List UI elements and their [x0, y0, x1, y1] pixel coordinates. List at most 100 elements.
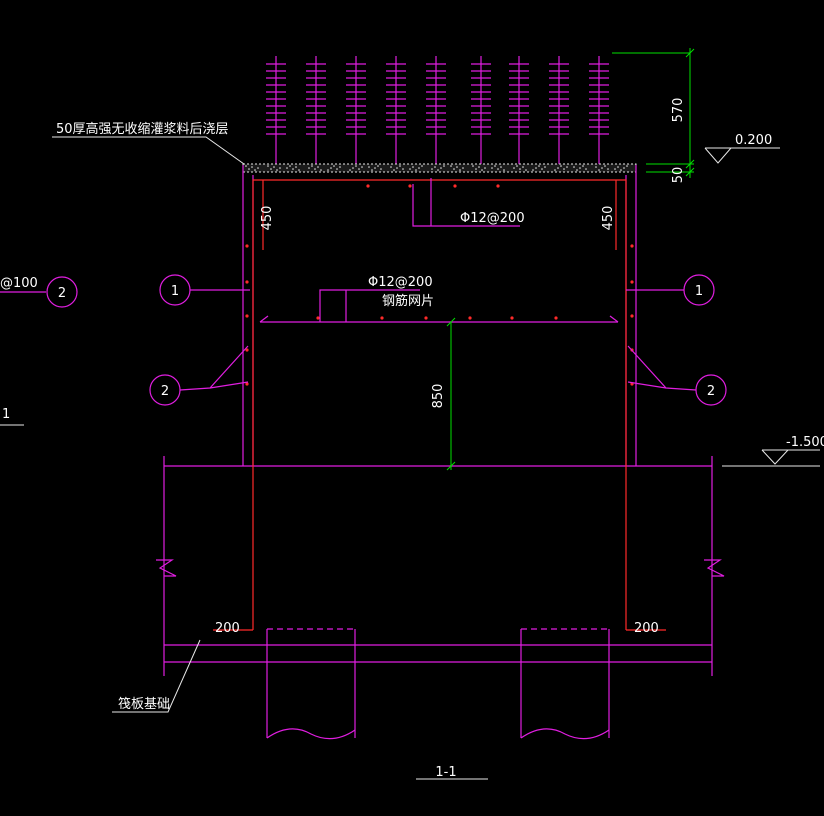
grout-speck [478, 166, 480, 168]
elevation-top [704, 147, 780, 164]
grout-speck [557, 167, 559, 169]
elevation-top-label: 0.200 [735, 133, 772, 148]
marker-circle-left-1 [159, 274, 191, 306]
grout-speck [333, 165, 335, 167]
grout-speck [462, 167, 464, 169]
grout-speck [500, 166, 502, 168]
grout-speck [434, 166, 436, 168]
grout-speck [330, 167, 332, 169]
rebar-dot [316, 316, 320, 320]
grout-speck [525, 169, 527, 171]
anchor-bolt [266, 56, 286, 166]
grout-speck [481, 169, 483, 171]
anchor-bolt [426, 56, 446, 166]
dim-mesh-height: 850 [431, 384, 446, 409]
grout-speck [516, 165, 518, 167]
grout-speck [289, 165, 291, 167]
grout-speck [415, 169, 417, 171]
grout-speck [573, 166, 575, 168]
grout-speck [393, 169, 395, 171]
rebar-dot [245, 244, 249, 248]
grout-speck [566, 166, 568, 168]
marker-left-2: 2 [161, 384, 169, 399]
grout-speck [472, 165, 474, 167]
rebar-dot [408, 184, 412, 188]
grout-speck [440, 167, 442, 169]
grout-speck [475, 168, 477, 170]
elevation-bottom [722, 449, 820, 467]
grout-speck [399, 165, 401, 167]
grout-speck [519, 168, 521, 170]
marker-circle-far-left [46, 276, 78, 308]
grout-speck [368, 166, 370, 168]
grout-speck [497, 168, 499, 170]
grout-speck [257, 167, 259, 169]
dim-grout-thickness: 50 [671, 167, 686, 184]
break-mark-right [704, 559, 725, 577]
grout-speck [380, 168, 382, 170]
grout-speck [336, 168, 338, 170]
dimension-anchor [612, 48, 695, 178]
rebar-dot [366, 184, 370, 188]
raft-foundation-label: 筏板基础 [118, 696, 170, 712]
anchor-bolt [471, 56, 491, 166]
grout-speck [532, 169, 534, 171]
break-mark-left [156, 559, 177, 577]
grout-speck [620, 169, 622, 171]
grout-speck [418, 167, 420, 169]
grout-speck [267, 165, 269, 167]
grout-speck [361, 166, 363, 168]
grout-layer-label: 50厚高强无收缩灌浆料后浇层 [56, 121, 229, 137]
grout-speck [503, 169, 505, 171]
marker-circle-right-2 [695, 374, 727, 406]
grout-speck [245, 165, 247, 167]
grout-speck [286, 167, 288, 169]
grout-speck [598, 169, 600, 171]
grout-speck [396, 167, 398, 169]
rebar-dot [245, 348, 249, 352]
grout-speck [374, 167, 376, 169]
grout-speck [377, 165, 379, 167]
grout-speck [437, 169, 439, 171]
grout-speck [320, 169, 322, 171]
grout-speck [513, 167, 515, 169]
rebar-dot [424, 316, 428, 320]
rebar-dot [630, 244, 634, 248]
pile-right [520, 628, 610, 740]
grout-speck [538, 165, 540, 167]
grout-speck [292, 168, 294, 170]
anchor-bolt [306, 56, 326, 166]
grout-speck [371, 169, 373, 171]
grout-speck [535, 167, 537, 169]
grout-speck [327, 169, 329, 171]
top-rebar-leader [412, 184, 520, 227]
grout-speck [459, 169, 461, 171]
dim-hook-right: 200 [634, 621, 659, 636]
grout-speck [276, 169, 278, 171]
rebar-dot [554, 316, 558, 320]
rebar-dot [496, 184, 500, 188]
rebar-dot [245, 382, 249, 386]
grout-layer [242, 163, 637, 173]
dimension-mesh [446, 317, 456, 471]
rebar-dot [245, 280, 249, 284]
anchor-bolts-group [266, 56, 609, 166]
grout-speck [595, 166, 597, 168]
marker-right-2: 2 [707, 384, 715, 399]
grout-speck [601, 167, 603, 169]
grout-speckles [245, 165, 628, 171]
grout-speck [279, 167, 281, 169]
dim-hook-left: 200 [215, 621, 240, 636]
mesh-tick-right [609, 315, 619, 323]
grout-speck [431, 168, 433, 170]
left-partial-spacing: @100 [0, 276, 38, 291]
anchor-bolt [589, 56, 609, 166]
top-rebar-label: Φ12@200 [460, 211, 525, 226]
rebar-dot [468, 316, 472, 320]
grout-speck [314, 168, 316, 170]
leader-left-2b [209, 381, 249, 389]
grout-speck [585, 168, 587, 170]
marker-circle-right-1 [683, 274, 715, 306]
grout-speck [421, 165, 423, 167]
